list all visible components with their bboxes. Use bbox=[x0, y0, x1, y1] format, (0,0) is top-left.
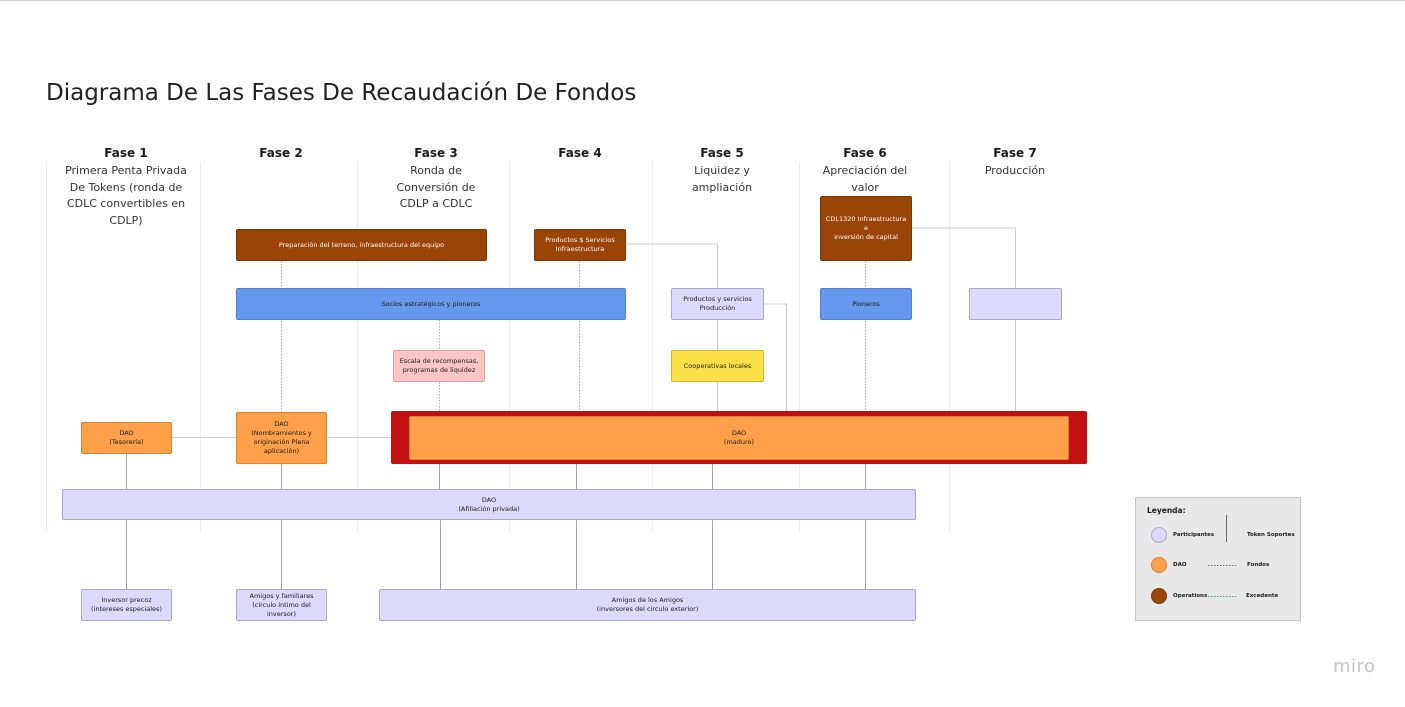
phase-4-title: Fase 4 bbox=[558, 146, 602, 160]
node-amigos-familiares[interactable]: Amigos y familiares (círculo íntimo del … bbox=[236, 589, 327, 621]
phase-2-title: Fase 2 bbox=[259, 146, 303, 160]
legend-fondos: Fondos bbox=[1247, 562, 1270, 568]
legend-excedente: Excedente bbox=[1246, 593, 1279, 599]
legend-dao: DAO bbox=[1173, 562, 1187, 568]
page-title: Diagrama De Las Fases De Recaudación De … bbox=[46, 80, 637, 106]
phase-5-title: Fase 5 bbox=[700, 146, 744, 160]
node-dao-afiliacion-privada[interactable]: DAO (Afiliación privada) bbox=[62, 489, 916, 520]
node-productos-servicios-produccion[interactable]: Productos y servicios Producción bbox=[671, 288, 764, 320]
dao-swatch-icon bbox=[1151, 557, 1167, 573]
node-socios-estrategicos[interactable]: Socios estratégicos y pioneros bbox=[236, 288, 626, 320]
legend-title: Leyenda: bbox=[1147, 506, 1186, 515]
legend-token-soportes: Token Soportes bbox=[1247, 532, 1295, 538]
node-preparacion-terreno[interactable]: Preparación del terreno, infraestructura… bbox=[236, 229, 487, 261]
phase-1-description: Primera Penta Privada De Tokens (ronda d… bbox=[65, 164, 187, 227]
node-fase7-participant[interactable] bbox=[969, 288, 1062, 320]
node-productos-servicios-infraestructura[interactable]: Productos $ Servicios Infraestructura bbox=[534, 229, 626, 261]
legend-participantes: Participantes bbox=[1173, 532, 1215, 538]
miro-watermark: miro bbox=[1333, 656, 1376, 677]
legend-operations: Operations bbox=[1173, 593, 1208, 599]
legend-line-samples bbox=[1208, 515, 1236, 597]
node-cooperativas-locales[interactable]: Cooperativas locales bbox=[671, 350, 764, 382]
node-dao-maduro[interactable]: DAO (maduro) bbox=[409, 416, 1069, 460]
node-dao-nombramientos[interactable]: DAO (Nombramientos y originación Plena a… bbox=[236, 412, 327, 464]
phase-6-description: Apreciación del valor bbox=[822, 164, 908, 194]
node-pioneros[interactable]: Pioneros bbox=[820, 288, 912, 320]
node-cdl1320-infraestructura[interactable]: CDL1320 Infraestructura e inversión de c… bbox=[820, 196, 912, 261]
operations-swatch-icon bbox=[1151, 588, 1167, 604]
phase-5-description: Liquidez y ampliación bbox=[691, 164, 753, 194]
node-escala-recompensas[interactable]: Escala de recompensas, programas de liqu… bbox=[393, 350, 485, 382]
phase-3-description: Ronda de Conversión de CDLP a CDLC bbox=[396, 164, 476, 210]
node-inversor-precoz[interactable]: Inversor precoz (intereses especiales) bbox=[81, 589, 172, 621]
node-amigos-de-los-amigos[interactable]: Amigos de los Amigos (inversores del cír… bbox=[379, 589, 916, 621]
top-border bbox=[0, 0, 1405, 1]
participant-swatch-icon bbox=[1151, 527, 1167, 543]
node-dao-tesoreria[interactable]: DAO (Tesorería) bbox=[81, 422, 172, 454]
phase-1-title: Fase 1 bbox=[104, 146, 148, 160]
phase-6-title: Fase 6 bbox=[843, 146, 887, 160]
phase-7-title: Fase 7 bbox=[993, 146, 1037, 160]
legend: Leyenda: Participantes DAO Operations To… bbox=[1135, 497, 1301, 621]
phase-3-title: Fase 3 bbox=[414, 146, 458, 160]
phase-7-description: Producción bbox=[984, 164, 1046, 177]
